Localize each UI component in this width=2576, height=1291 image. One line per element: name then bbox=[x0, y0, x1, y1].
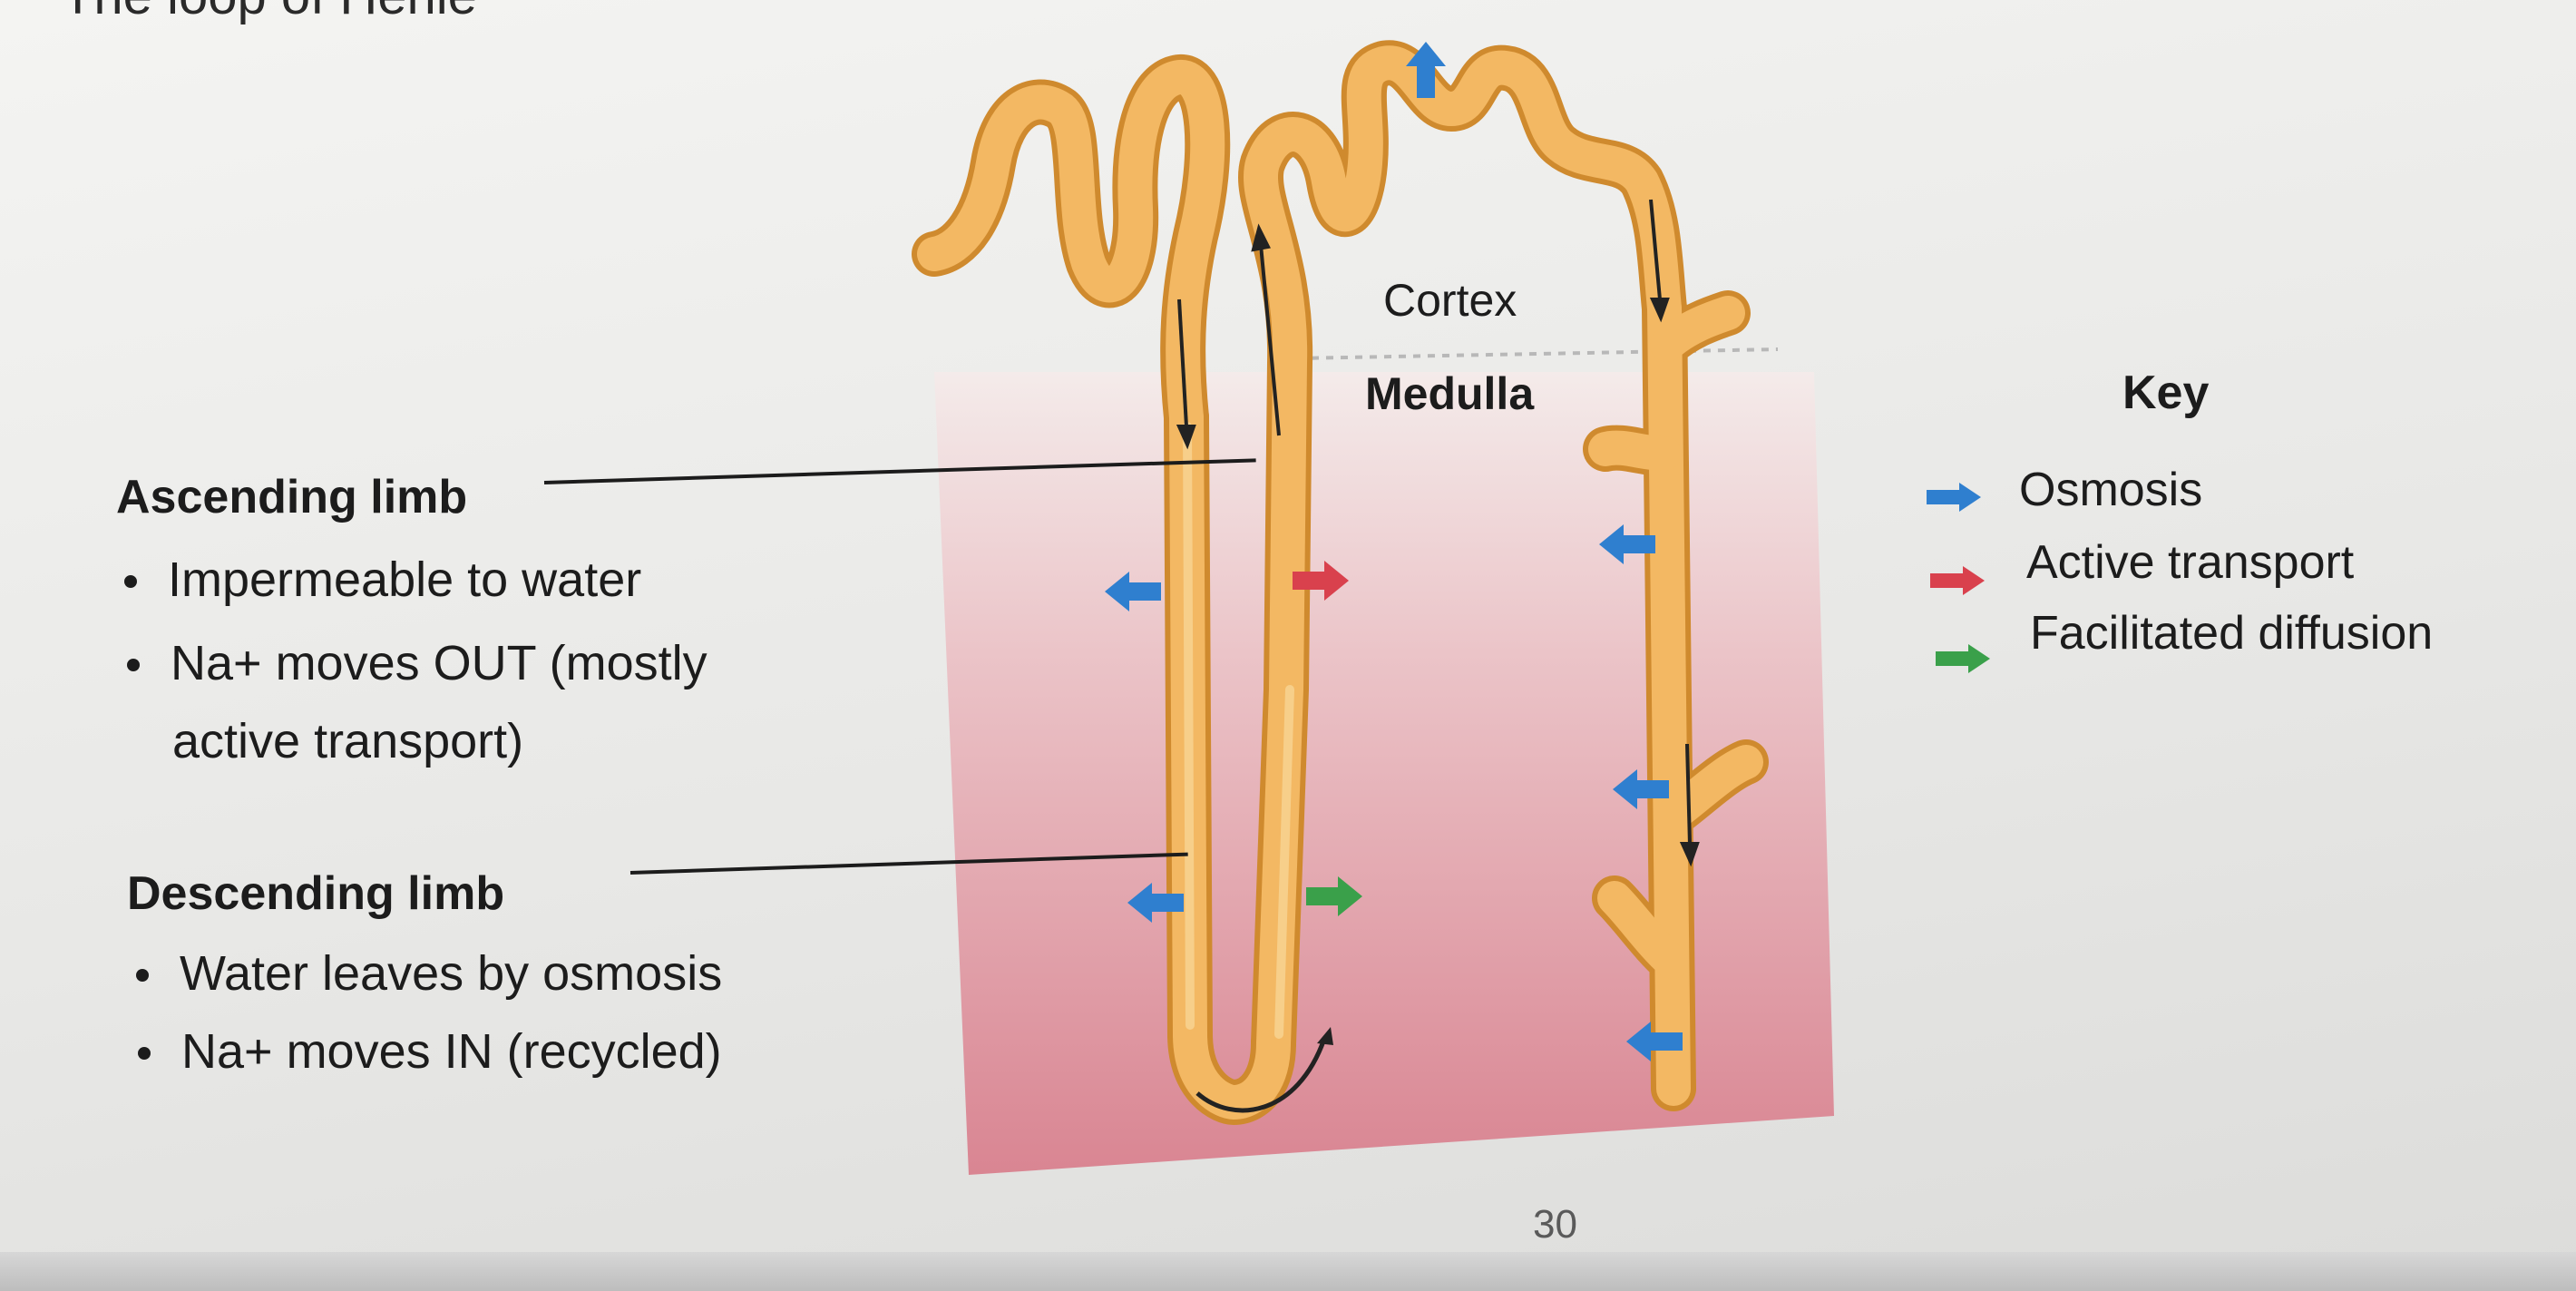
partial-heading: The loop of Henle bbox=[62, 0, 477, 26]
key-title: Key bbox=[2122, 367, 2210, 419]
osmosis-arrow bbox=[1406, 42, 1446, 98]
facilitated-diffusion-key-label: Facilitated diffusion bbox=[2030, 607, 2434, 660]
osmosis-key-label: Osmosis bbox=[2019, 464, 2203, 516]
cortex-medulla-boundary bbox=[1296, 347, 1779, 360]
tubule bbox=[912, 40, 1769, 1125]
facilitated-diffusion-key-arrow bbox=[1936, 644, 1990, 673]
osmosis-arrow bbox=[1127, 883, 1184, 923]
active-transport-key-arrow bbox=[1930, 566, 1985, 595]
medulla-label: Medulla bbox=[1365, 368, 1535, 419]
osmosis-arrow bbox=[1613, 769, 1669, 809]
osmosis-arrow bbox=[1626, 1022, 1683, 1061]
loop-turn-arrow bbox=[1195, 1038, 1327, 1113]
medulla-region bbox=[934, 372, 1834, 1175]
descending-limb-title: Descending limb bbox=[127, 867, 505, 920]
active-transport-arrow bbox=[1293, 561, 1349, 601]
descending-bullet-2: Na+ moves IN (recycled) bbox=[138, 1024, 722, 1079]
facilitated-diffusion-arrow bbox=[1306, 876, 1362, 916]
osmosis-key-arrow bbox=[1927, 483, 1981, 512]
osmosis-arrow bbox=[1105, 572, 1161, 611]
page-edge bbox=[0, 1252, 2576, 1291]
ascending-limb-title: Ascending limb bbox=[116, 471, 468, 523]
osmosis-arrow bbox=[1599, 524, 1655, 564]
transport-arrows bbox=[1105, 42, 1683, 1061]
active-transport-key-label: Active transport bbox=[2026, 536, 2355, 589]
descending-bullet-1: Water leaves by osmosis bbox=[135, 946, 723, 1001]
page-number: 30 bbox=[1533, 1202, 1577, 1247]
ascending-bullet-1: Impermeable to water bbox=[123, 553, 642, 607]
ascending-bullet-2: Na+ moves OUT (mostly bbox=[127, 636, 707, 690]
ascending-bullet-2-continued: active transport) bbox=[172, 714, 524, 768]
flow-arrows bbox=[1176, 199, 1700, 867]
cortex-label: Cortex bbox=[1383, 275, 1517, 326]
